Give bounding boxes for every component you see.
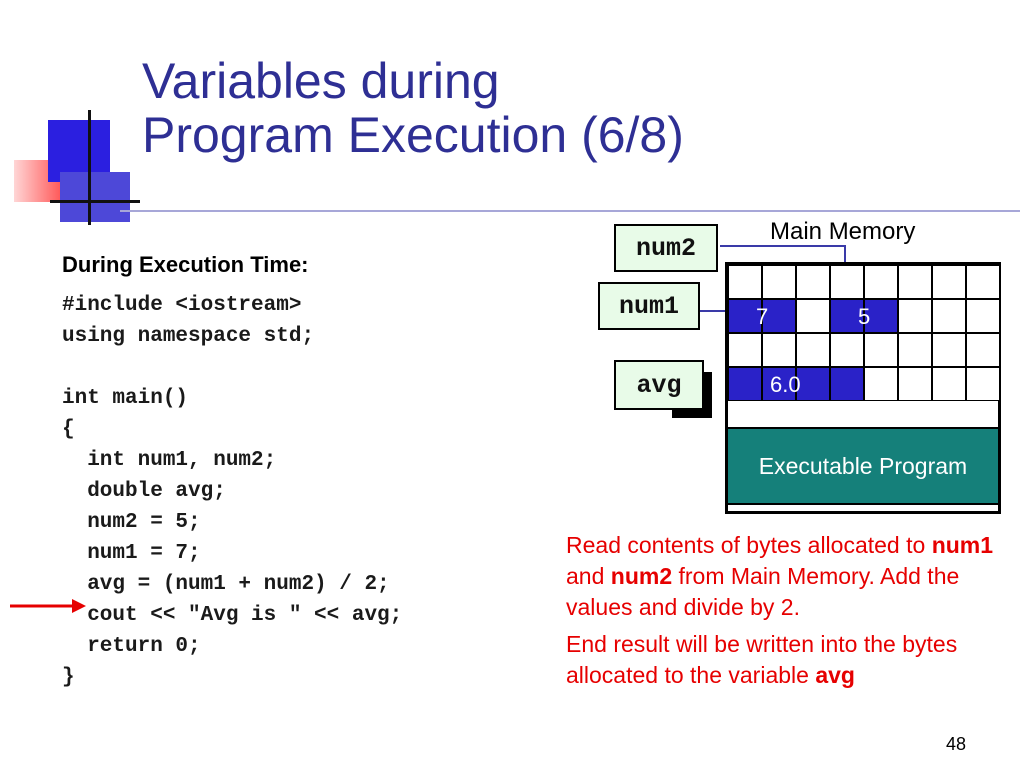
logo-blue-block-lower [60,172,130,222]
memory-row [728,333,1000,367]
code-line: { [62,418,75,441]
main-memory-grid: 7 5 6.0 Executable Program [725,262,1001,514]
code-line: using namespace std; [62,325,315,348]
avg-label: avg [614,360,704,410]
code-line: int main() [62,387,189,410]
memory-row-num1-num2: 7 5 [728,299,1000,333]
num1-emphasis: num1 [931,532,994,558]
memory-row [728,265,1000,299]
annotation-paragraph-1: Read contents of bytes allocated to num1… [566,532,994,620]
avg-value: 6.0 [770,372,801,397]
memory-row-avg: 6.0 [728,367,1000,401]
logo-horizontal-line [50,200,140,203]
code-line: #include <iostream> [62,294,302,317]
code-line-blank [62,352,562,383]
logo-vertical-line [88,110,91,225]
slide-title: Variables during Program Execution (6/8) [142,54,684,162]
num1-value: 7 [756,304,769,329]
current-line-arrow-icon [10,599,86,613]
code-line: cout << "Avg is " << avg; [62,604,403,627]
code-heading: During Execution Time: [62,252,309,277]
code-line: int num1, num2; [62,449,277,472]
slide-title-line2: Program Execution (6/8) [142,107,684,163]
code-line: double avg; [62,480,226,503]
memory-title: Main Memory [770,218,916,245]
num2-emphasis: num2 [610,563,673,589]
code-listing: During Execution Time: #include <iostrea… [62,250,562,693]
executable-program-block: Executable Program [728,427,998,505]
annotation-text: Read contents of bytes allocated to num1… [566,530,1016,697]
code-line: } [62,666,75,689]
annotation-paragraph-2: End result will be written into the byte… [566,631,958,688]
code-line: num1 = 7; [62,542,201,565]
num2-label: num2 [614,224,718,272]
title-divider [120,210,1020,212]
num2-value: 5 [858,304,871,329]
code-line: return 0; [62,635,201,658]
page-number: 48 [945,734,966,754]
code-line-current: avg = (num1 + num2) / 2; [62,573,390,596]
slide-title-line1: Variables during [142,53,500,109]
avg-emphasis: avg [815,662,855,688]
num1-label: num1 [598,282,700,330]
logo-blue-block [48,120,110,182]
code-line: num2 = 5; [62,511,201,534]
